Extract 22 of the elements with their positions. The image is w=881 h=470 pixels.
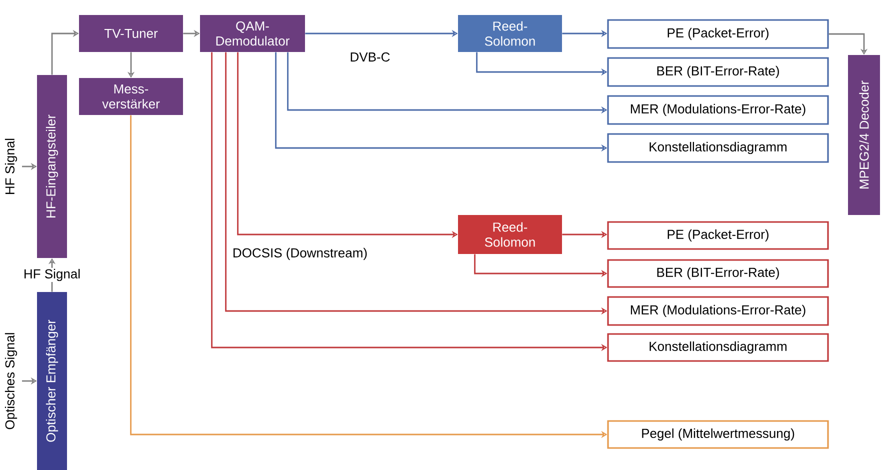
signal-label: HF Signal [4,136,18,196]
measurement-box: Konstellationsdiagramm [607,333,829,362]
process-box: QAM- Demodulator [200,15,305,52]
measurement-box: Konstellationsdiagramm [607,133,829,163]
measurement-box: MER (Modulations-Error-Rate) [607,296,829,326]
process-box: Reed- Solomon [458,215,562,254]
process-box: HF-Eingangsteiler [37,75,67,258]
measurement-box: PE (Packet-Error) [607,221,829,250]
signal-label: Optisches Signal [4,331,18,431]
branch-label: DOCSIS (Downstream) [234,248,367,260]
branch-label: DVB-C [350,52,390,62]
process-box: Reed- Solomon [458,15,562,52]
signal-label: HF Signal [22,268,82,282]
measurement-box: PE (Packet-Error) [607,19,829,49]
process-box: MPEG2/4 Decoder [848,55,880,215]
measurement-box: BER (BIT-Error-Rate) [607,57,829,87]
measurement-box: MER (Modulations-Error-Rate) [607,95,829,125]
process-box: Optischer Empfänger [37,292,67,470]
process-box: TV-Tuner [79,15,183,52]
process-box: Mess- verstärker [79,78,183,115]
measurement-box: BER (BIT-Error-Rate) [607,259,829,288]
measurement-box: Pegel (Mittelwertmessung) [607,420,829,449]
